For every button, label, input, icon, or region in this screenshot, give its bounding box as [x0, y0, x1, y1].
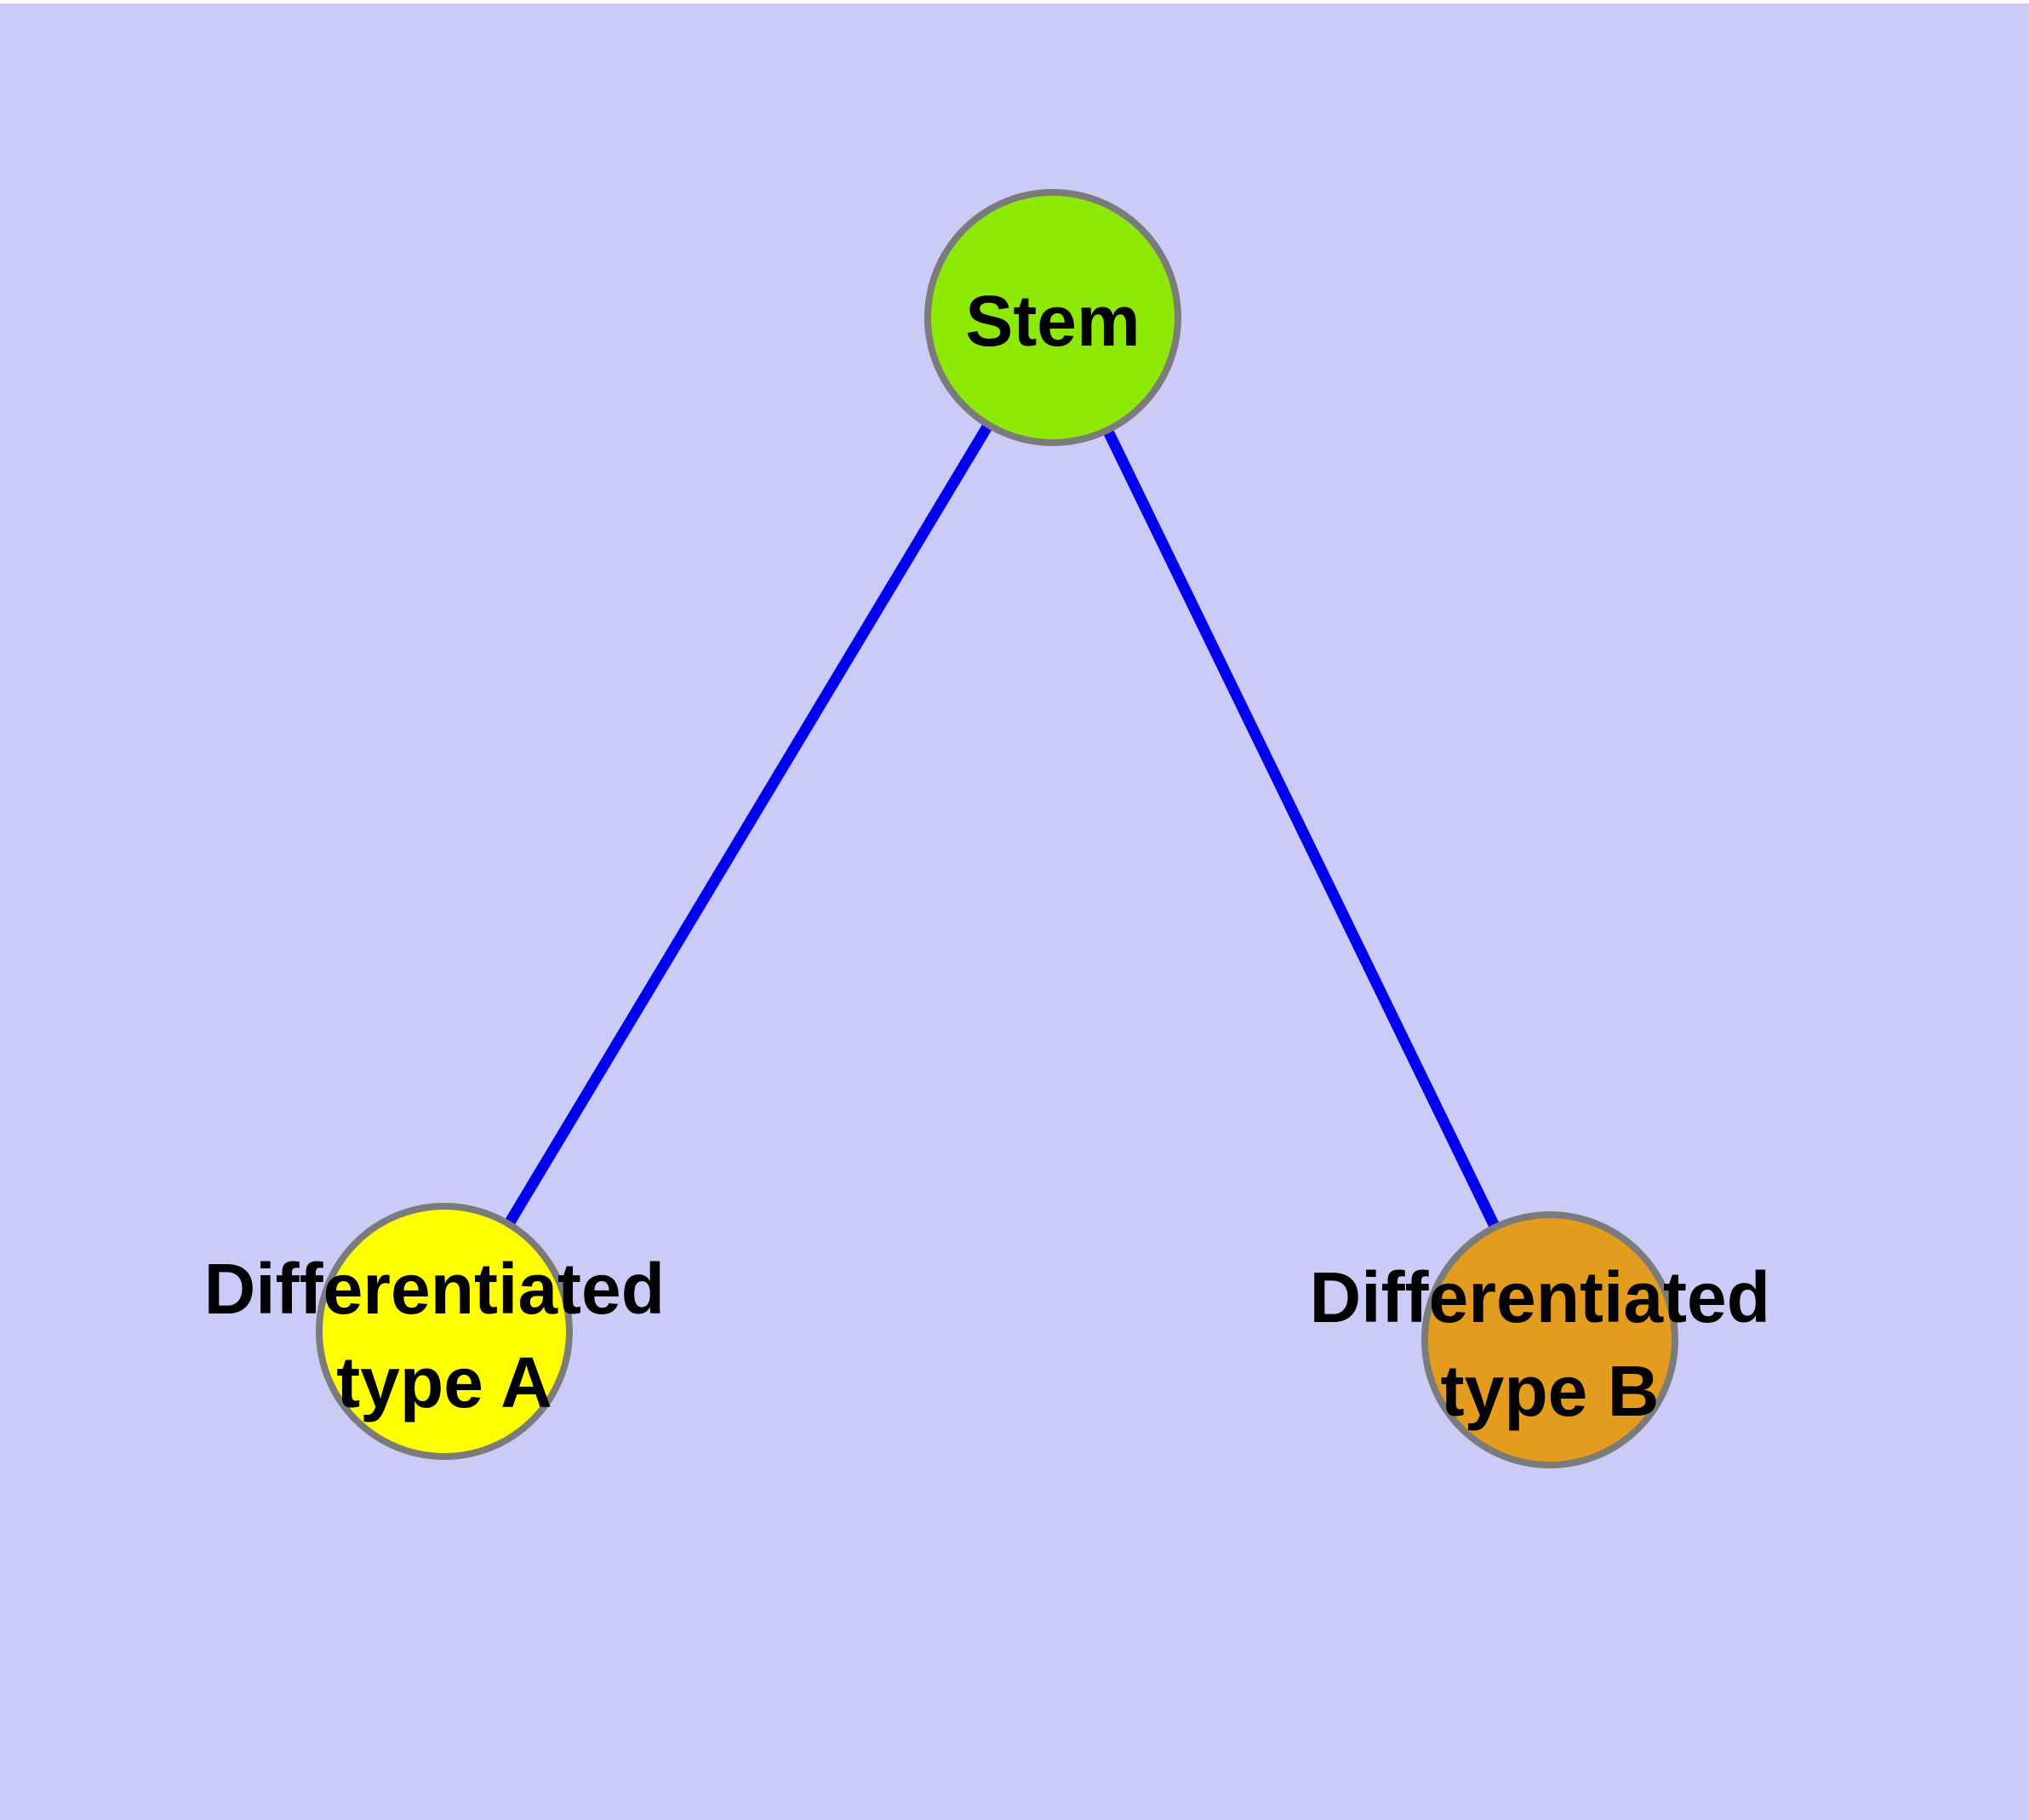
- stem-node: [924, 189, 1181, 446]
- type-b-label-line2: type B: [1441, 1351, 1660, 1431]
- edge-stem-to-type-a: [439, 314, 1058, 1335]
- top-border: [0, 0, 2029, 3]
- type-b-label-line1: Differentiated: [1310, 1257, 1770, 1337]
- type-b-node: [1421, 1211, 1678, 1468]
- type-a-node: [316, 1203, 573, 1460]
- stem-node-label: Stem: [965, 281, 1140, 361]
- edge-stem-to-type-b: [1048, 315, 1555, 1342]
- type-a-node-label: Differentiated type A: [204, 1249, 685, 1422]
- type-a-label-line2: type A: [336, 1342, 552, 1422]
- type-b-node-label: Differentiated type B: [1310, 1257, 1791, 1431]
- type-a-label-line1: Differentiated: [204, 1249, 665, 1329]
